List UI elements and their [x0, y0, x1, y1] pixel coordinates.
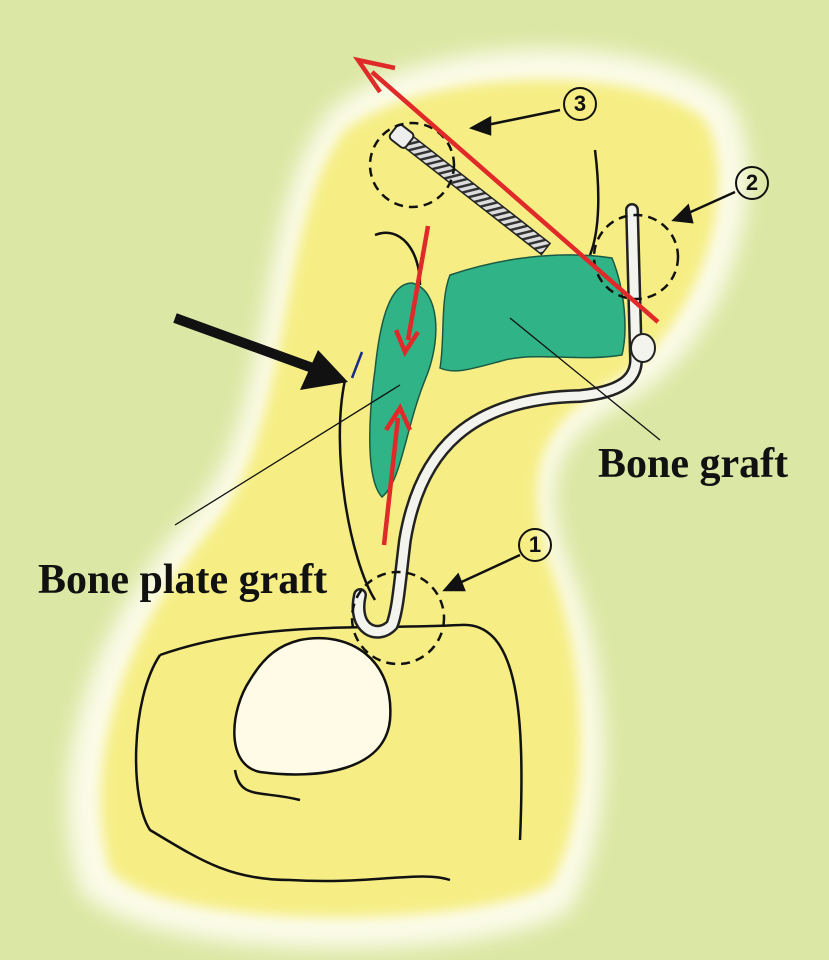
- detail-circle-2: [592, 213, 680, 301]
- red-line-arrow-top: [352, 56, 660, 324]
- bone-graft-label: Bone graft: [598, 441, 789, 487]
- bone-graft-leader: [509, 317, 661, 441]
- bone-graft-shape: [439, 254, 626, 372]
- red-arrow-down: [393, 225, 431, 357]
- pointer-arrow-1: [442, 553, 521, 592]
- marker-1: 1: [518, 528, 552, 562]
- marker-2: 2: [735, 166, 769, 200]
- marker-3: 3: [563, 87, 597, 121]
- medial-line: [350, 351, 364, 379]
- pointer-arrow-3: [468, 108, 561, 136]
- bone-plate-graft-shape: [369, 282, 437, 499]
- bone-plate-graft-label: Bone plate graft: [38, 557, 328, 603]
- screw: [388, 123, 552, 256]
- pointer-arrow-2: [671, 190, 736, 224]
- black-arrow-icon: [173, 313, 348, 390]
- obturator-foramen: [233, 636, 392, 776]
- detail-circle-3: [368, 121, 456, 209]
- bone-outlines: [134, 149, 600, 883]
- detail-circle-1: [350, 570, 446, 666]
- plate-graft-leader: [174, 384, 401, 526]
- red-arrow-up: [381, 403, 413, 546]
